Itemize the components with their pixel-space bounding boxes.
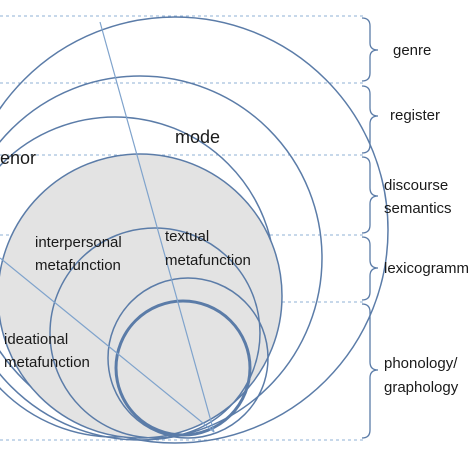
bracket-genre [361,17,379,82]
stratum-phonology-label-line2: graphology [384,379,459,396]
mode-label: mode [175,127,220,147]
bracket-lexicogrammar [361,236,379,301]
nested-circles [0,16,389,444]
semantics-circle [0,153,283,439]
stratum-brackets [361,17,379,439]
ideational-label-line2: metafunction [4,354,90,371]
bracket-discourse-semantics [361,156,379,234]
stratum-genre-label: genre [393,42,431,59]
stratum-phonology-label-line1: phonology/ [384,355,458,372]
stratum-register-label: register [390,107,440,124]
bracket-phonology [361,303,379,439]
bracket-register [361,85,379,154]
textual-label-line2: metafunction [165,252,251,269]
stratum-discourse-label-line1: discourse [384,177,448,194]
stratum-lexicogrammar-label: lexicogramm [384,260,469,277]
tenor-label: enor [0,148,36,168]
radial-lines [0,21,215,433]
ideational-label-line1: ideational [4,331,68,348]
genre-circle [0,16,389,444]
radial-line-top [99,21,215,433]
lexicogrammar-circle [49,227,261,439]
phonology-circle [114,299,252,437]
stratum-discourse-label-line2: semantics [384,200,452,217]
interpersonal-label-line2: metafunction [35,257,121,274]
textual-label-line1: textual [165,228,209,245]
textual-circle [107,277,269,439]
radial-line-left [0,257,215,433]
register-circle [0,75,323,441]
interpersonal-label-line1: interpersonal [35,234,122,251]
